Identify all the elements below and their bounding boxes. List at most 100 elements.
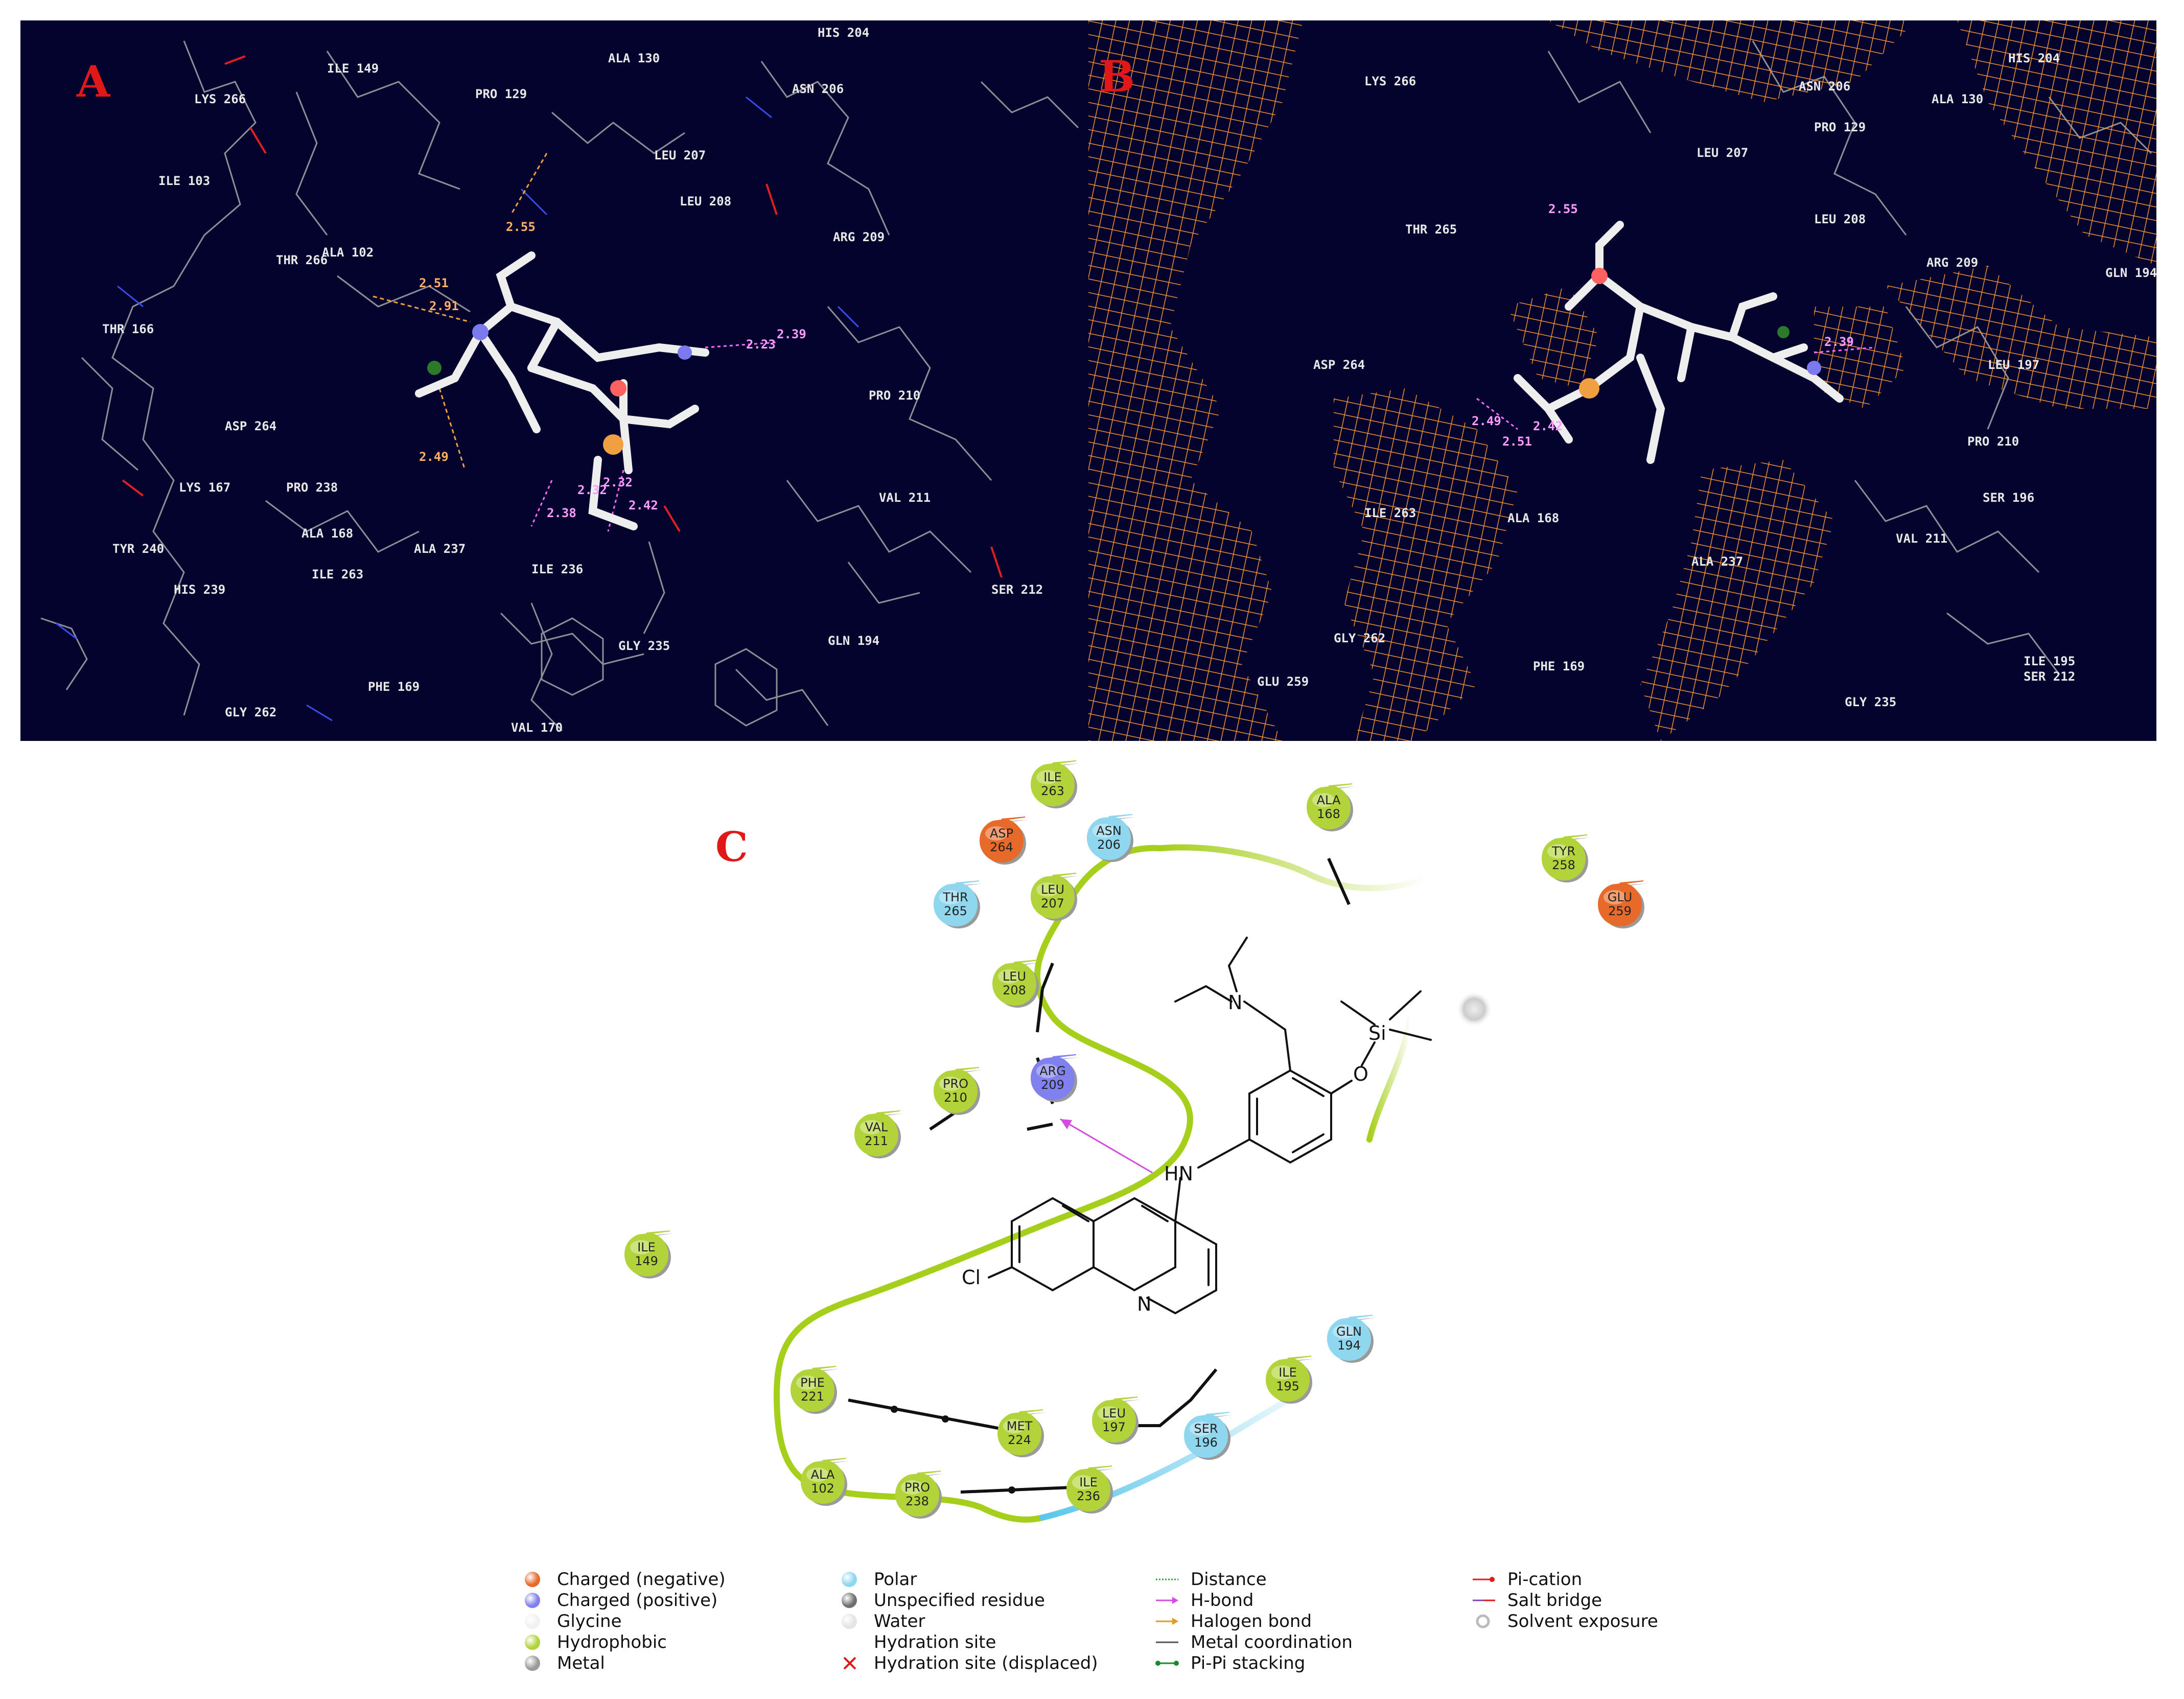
- legend-item: Glycine: [521, 1611, 726, 1632]
- residue-label: HIS 204: [2008, 51, 2060, 65]
- residue-label: ALA 130: [608, 51, 660, 65]
- legend-column-1: Charged (negative) Charged (positive) Gl…: [521, 1569, 726, 1673]
- residue-label: ILE 195: [2024, 654, 2076, 668]
- legend-item: Halogen bond: [1155, 1611, 1353, 1632]
- residue-label: THR 166: [102, 322, 154, 336]
- residue-label: GLY 262: [1334, 631, 1386, 645]
- residue-label: ASP 264: [1313, 358, 1365, 372]
- legend-symbol: [838, 1655, 863, 1672]
- legend-symbol: [1472, 1592, 1496, 1609]
- residue-label: PRO 238: [286, 480, 338, 495]
- legend-item: Unspecified residue: [838, 1590, 1098, 1611]
- legend-symbol: [521, 1592, 546, 1609]
- legend-symbol: [521, 1655, 546, 1672]
- distance-label: 2.23: [746, 337, 776, 352]
- residue-label: LEU 208: [1814, 212, 1866, 226]
- residue-label: VAL 170: [511, 720, 563, 735]
- residue-label: ALA 237: [1691, 554, 1744, 569]
- residue-label: VAL 211: [1896, 531, 1948, 546]
- residue-label: ALA 168: [1507, 511, 1560, 525]
- panel-b-wireframe-mesh: [1088, 20, 2156, 741]
- residue-label: SER 212: [2024, 669, 2076, 684]
- residue-label: GLN 194: [2105, 266, 2156, 280]
- residue-label: PRO 129: [475, 87, 527, 101]
- legend-item: Charged (positive): [521, 1590, 726, 1611]
- residue-label: HIS 204: [818, 26, 870, 40]
- residue-label: GLY 235: [618, 639, 670, 653]
- residue-label: GLN 194: [828, 634, 880, 648]
- legend-item: H-bond: [1155, 1590, 1353, 1611]
- residue-label: ARG 209: [833, 230, 885, 244]
- distance-label: 2.55: [506, 220, 536, 234]
- distance-label: 2.38: [547, 506, 576, 520]
- residue-label: GLY 235: [1845, 695, 1897, 709]
- residue-label: ILE 236: [531, 562, 584, 576]
- distance-label: 2.32: [603, 475, 633, 490]
- legend-symbol: [521, 1634, 546, 1651]
- residue-label: THR 265: [1405, 222, 1457, 237]
- distance-label: 2.55: [1548, 202, 1578, 216]
- residue-label: TYR 240: [112, 542, 165, 556]
- residue-label: LEU 208: [680, 194, 732, 208]
- legend-symbol: [521, 1571, 546, 1588]
- distance-label: 2.49: [419, 450, 449, 464]
- legend-item: Hydrophobic: [521, 1632, 726, 1653]
- distance-label: 2.49: [1472, 414, 1501, 428]
- distance-label: 2.42: [629, 498, 658, 513]
- atom-si: Si: [1368, 1022, 1386, 1044]
- legend-item: Hydration site (displaced): [838, 1653, 1098, 1673]
- distance-label: 2.51: [419, 276, 449, 290]
- residue-label: ALA 130: [1932, 92, 1984, 106]
- legend-item: Charged (negative): [521, 1569, 726, 1590]
- residue-label: ASN 206: [792, 82, 844, 96]
- residue-label: LEU 207: [654, 148, 706, 162]
- residue-label: ALA 102: [322, 245, 374, 260]
- residue-label: ILE 263: [312, 567, 364, 581]
- legend: Charged (negative) Charged (positive) Gl…: [521, 1569, 1748, 1691]
- residue-label: SER 212: [991, 583, 1043, 597]
- residue-label: ARG 209: [1926, 255, 1979, 270]
- residue-label: ILE 263: [1364, 506, 1416, 520]
- panel-a-3d-view: A HIS 204 ILE 149 ALA 130 LYS 266 PRO 12…: [20, 20, 1088, 741]
- atom-n-amine: N: [1228, 991, 1243, 1014]
- residue-label: ASN 206: [1799, 79, 1851, 94]
- legend-symbol: [1472, 1571, 1496, 1588]
- atom-n-ring: N: [1137, 1293, 1152, 1315]
- legend-item: Salt bridge: [1472, 1590, 1658, 1611]
- legend-symbol: [1155, 1592, 1179, 1609]
- distance-label: 2.91: [429, 299, 459, 313]
- legend-symbol: [838, 1634, 863, 1651]
- legend-symbol: [1155, 1613, 1179, 1630]
- legend-symbol: [838, 1592, 863, 1609]
- residue-label: LYS 266: [194, 92, 246, 106]
- residue-label: PRO 129: [1814, 120, 1866, 134]
- residue-label: LEU 207: [1697, 146, 1749, 160]
- distance-label: 2.51: [1502, 434, 1532, 449]
- residue-label: THR 266: [276, 253, 328, 267]
- legend-item: Pi-cation: [1472, 1569, 1658, 1590]
- residue-label: GLY 262: [225, 705, 277, 719]
- residue-label: HIS 239: [174, 583, 226, 597]
- residue-label: GLU 259: [1257, 674, 1309, 689]
- residue-label: VAL 211: [879, 491, 931, 505]
- legend-symbol: [1155, 1571, 1179, 1588]
- residue-label: ALA 168: [301, 526, 354, 541]
- distance-label: 2.42: [1533, 419, 1563, 433]
